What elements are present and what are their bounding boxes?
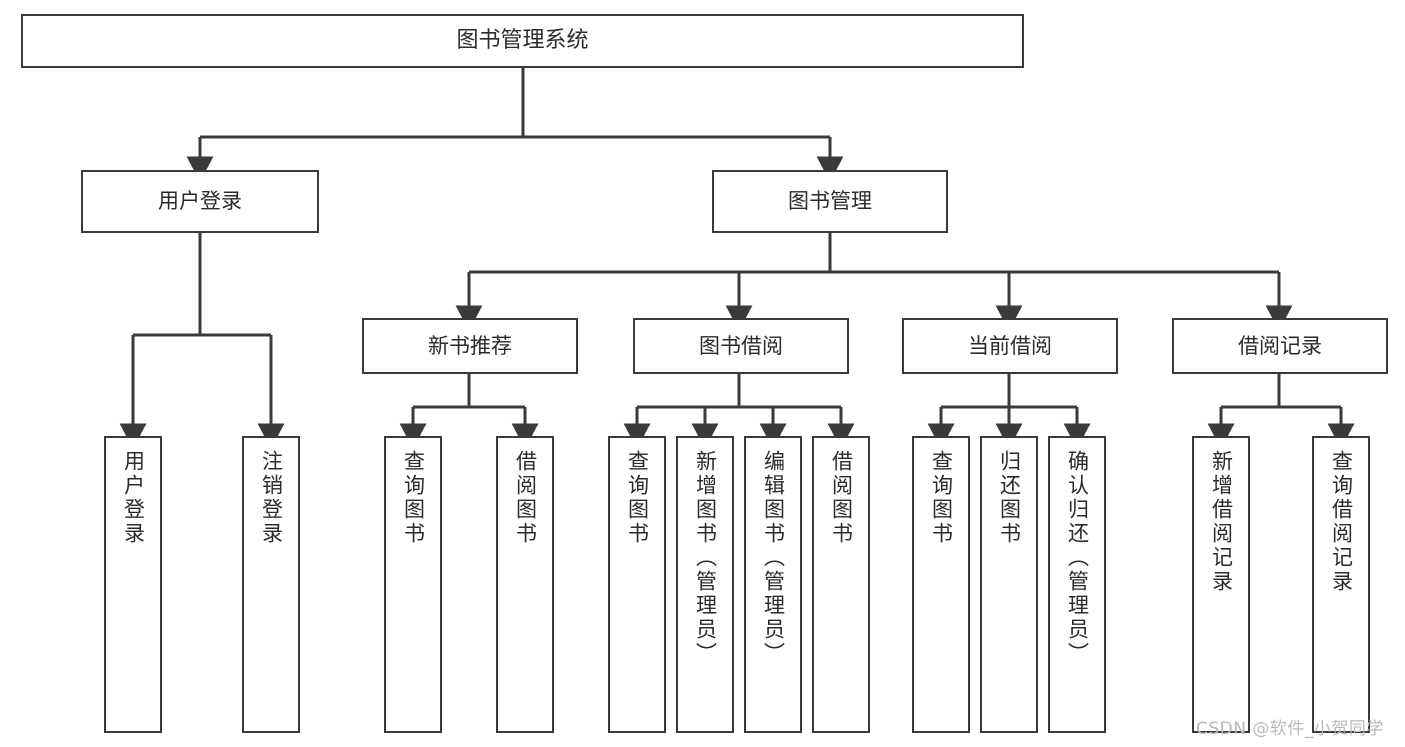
node-user-login[interactable]: 用户登录 [81, 170, 319, 233]
leaf-book-borrow-edit[interactable]: 编辑图书（管理员） [744, 436, 802, 733]
node-current-borrow[interactable]: 当前借阅 [902, 318, 1118, 374]
leaf-book-borrow-lend[interactable]: 借阅图书 [812, 436, 870, 733]
leaf-borrow-record-query[interactable]: 查询借阅记录 [1312, 436, 1370, 733]
node-book-borrow-label: 图书借阅 [699, 333, 783, 358]
leaf-user-login-signout[interactable]: 注销登录 [242, 436, 300, 733]
node-new-book-recommend-label: 新书推荐 [428, 333, 512, 358]
leaf-label: 借阅图书 [829, 450, 854, 546]
leaf-label: 新增图书（管理员） [693, 450, 718, 666]
leaf-label: 查询图书 [401, 450, 426, 546]
node-book-manage[interactable]: 图书管理 [712, 170, 948, 233]
node-root-label: 图书管理系统 [456, 28, 589, 54]
leaf-label: 归还图书 [997, 450, 1022, 546]
node-book-borrow[interactable]: 图书借阅 [633, 318, 849, 374]
node-user-login-label: 用户登录 [158, 189, 242, 214]
leaf-label: 注销登录 [259, 450, 284, 546]
leaf-borrow-record-add[interactable]: 新增借阅记录 [1192, 436, 1250, 733]
leaf-current-borrow-return[interactable]: 归还图书 [980, 436, 1038, 733]
leaf-new-book-query[interactable]: 查询图书 [384, 436, 442, 733]
node-borrow-record-label: 借阅记录 [1238, 333, 1322, 358]
node-current-borrow-label: 当前借阅 [968, 333, 1052, 358]
node-new-book-recommend[interactable]: 新书推荐 [362, 318, 578, 374]
leaf-label: 用户登录 [121, 450, 146, 546]
leaf-label: 新增借阅记录 [1209, 450, 1234, 594]
leaf-label: 编辑图书（管理员） [761, 450, 786, 666]
csdn-watermark: CSDN @软件_小贺同学 [1196, 719, 1384, 739]
leaf-current-borrow-query[interactable]: 查询图书 [912, 436, 970, 733]
leaf-book-borrow-add[interactable]: 新增图书（管理员） [676, 436, 734, 733]
leaf-label: 确认归还（管理员） [1065, 450, 1090, 666]
leaf-book-borrow-query[interactable]: 查询图书 [608, 436, 666, 733]
leaf-label: 查询借阅记录 [1329, 450, 1354, 594]
leaf-current-borrow-confirm[interactable]: 确认归还（管理员） [1048, 436, 1106, 733]
leaf-label: 查询图书 [625, 450, 650, 546]
node-borrow-record[interactable]: 借阅记录 [1172, 318, 1388, 374]
leaf-user-login-signin[interactable]: 用户登录 [104, 436, 162, 733]
leaf-label: 查询图书 [929, 450, 954, 546]
leaf-new-book-borrow[interactable]: 借阅图书 [496, 436, 554, 733]
node-book-manage-label: 图书管理 [788, 189, 872, 214]
leaf-label: 借阅图书 [513, 450, 538, 546]
node-root[interactable]: 图书管理系统 [21, 14, 1024, 68]
